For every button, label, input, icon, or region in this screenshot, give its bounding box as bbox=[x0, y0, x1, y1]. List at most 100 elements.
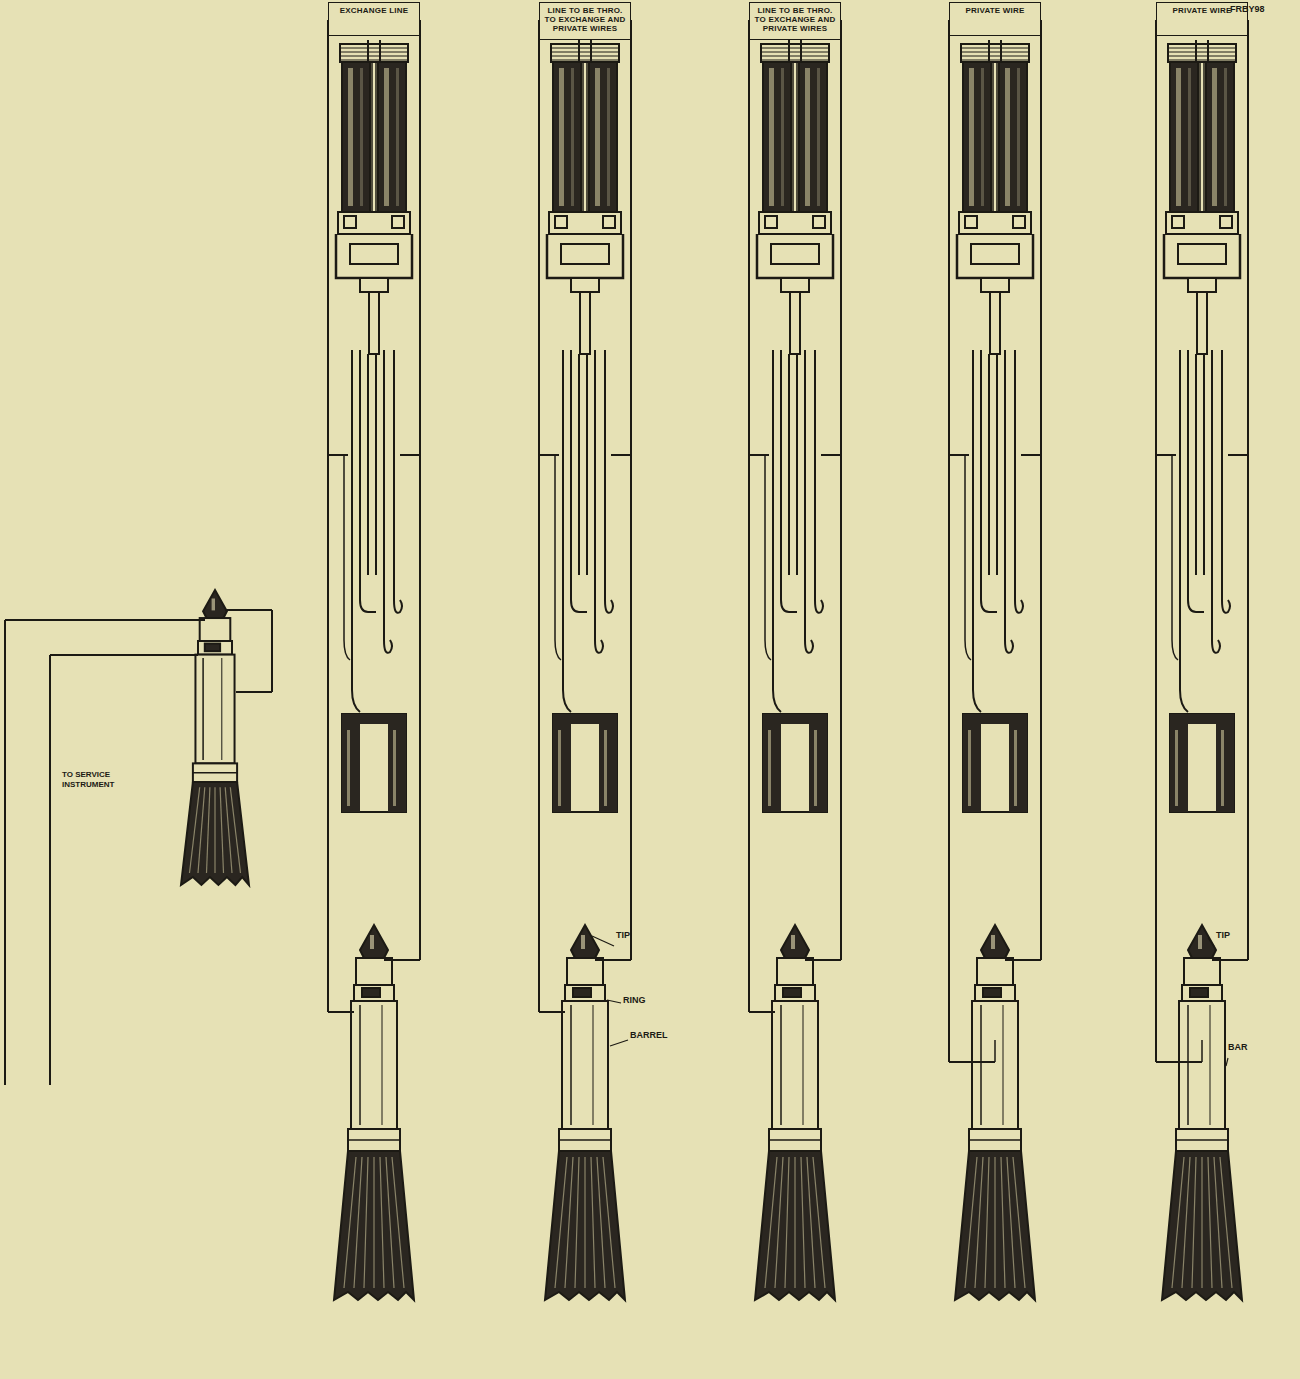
wire-line bbox=[1040, 20, 1042, 960]
wire-line bbox=[380, 1157, 384, 1288]
wire-line bbox=[220, 787, 223, 873]
plug-barrel bbox=[351, 1001, 397, 1129]
wire-line bbox=[980, 1005, 982, 1125]
wire-line bbox=[193, 772, 237, 774]
wire-line bbox=[340, 60, 408, 61]
coil-highlight bbox=[360, 68, 363, 206]
wire-line bbox=[221, 658, 222, 760]
armature bbox=[1178, 244, 1226, 264]
wire-line bbox=[780, 1005, 782, 1125]
wire-line bbox=[630, 20, 632, 960]
armature-rod bbox=[1197, 292, 1207, 354]
wire-line bbox=[792, 62, 794, 212]
sleeve-shade bbox=[342, 724, 360, 812]
clamp-screw bbox=[344, 216, 356, 228]
wire-line bbox=[1003, 1005, 1004, 1125]
wire-line bbox=[749, 1011, 775, 1013]
wire-line bbox=[975, 1157, 983, 1288]
plug-barrel bbox=[1179, 1001, 1225, 1129]
wire-line bbox=[1001, 1157, 1005, 1288]
wire-line bbox=[1210, 1005, 1211, 1125]
relay-jack-figure bbox=[949, 40, 1041, 812]
clamp-screw bbox=[1172, 216, 1184, 228]
sleeve-shade bbox=[1216, 724, 1234, 812]
ring-insulator bbox=[1190, 988, 1208, 997]
wire-line bbox=[800, 44, 802, 62]
plug-collar bbox=[348, 1129, 400, 1151]
spring-line bbox=[765, 455, 771, 660]
image-id: FRBY98 bbox=[1230, 4, 1265, 15]
spring-line bbox=[571, 350, 587, 612]
coil-highlight bbox=[817, 68, 820, 206]
wire-line bbox=[1214, 1157, 1222, 1288]
part-label: TIP bbox=[616, 930, 630, 941]
ring-insulator bbox=[573, 988, 591, 997]
wire-line bbox=[994, 1157, 995, 1288]
clamp-screw bbox=[603, 216, 615, 228]
coil-highlight bbox=[607, 68, 610, 206]
coil-cap bbox=[761, 44, 829, 62]
relay-jack-figure bbox=[539, 40, 631, 812]
wire-line bbox=[202, 658, 204, 760]
wire-line bbox=[551, 56, 619, 57]
plug-figure bbox=[1162, 925, 1242, 1300]
wire-line bbox=[1021, 454, 1041, 456]
wire-line bbox=[961, 52, 1029, 53]
plug-ring bbox=[198, 641, 232, 655]
coil-winding bbox=[589, 62, 617, 212]
wire-line bbox=[996, 62, 998, 212]
plug-figure bbox=[955, 925, 1035, 1300]
wire-line bbox=[328, 454, 348, 456]
plug-collar bbox=[969, 1129, 1021, 1151]
sleeve-shade bbox=[763, 714, 827, 724]
wire-line bbox=[1168, 56, 1236, 57]
wire-line bbox=[796, 62, 798, 212]
spring-line bbox=[805, 350, 813, 653]
plug-tip bbox=[360, 925, 388, 958]
coil-highlight bbox=[1005, 68, 1010, 206]
column-header: EXCHANGE LINE bbox=[328, 2, 420, 36]
plug-collar bbox=[1176, 1129, 1228, 1151]
coil-winding bbox=[378, 62, 406, 212]
coil-clamp bbox=[959, 212, 1031, 234]
plug-handle bbox=[755, 1151, 835, 1300]
sleeve-highlight bbox=[968, 730, 971, 806]
wire-line bbox=[539, 454, 559, 456]
wire-line bbox=[1007, 1157, 1015, 1288]
plug-collar bbox=[777, 958, 813, 985]
wire-line bbox=[961, 48, 1029, 49]
tip-highlight bbox=[581, 935, 585, 949]
wire-line bbox=[840, 20, 842, 960]
wire-line bbox=[328, 1011, 354, 1013]
wire-line bbox=[969, 1139, 1021, 1141]
wire-line bbox=[271, 610, 273, 692]
coil-winding bbox=[1170, 62, 1198, 212]
coil-highlight bbox=[396, 68, 399, 206]
armature-block bbox=[360, 278, 388, 292]
jack-sleeve bbox=[963, 714, 1027, 812]
part-label: BAR bbox=[1228, 1042, 1248, 1053]
wire-line bbox=[1201, 1157, 1202, 1288]
spring-line bbox=[375, 354, 377, 575]
wire-line bbox=[207, 787, 210, 873]
armature-rod bbox=[580, 292, 590, 354]
wire-line bbox=[392, 1157, 404, 1288]
wire-line bbox=[1155, 20, 1157, 1062]
wire-line bbox=[340, 56, 408, 57]
plug-collar bbox=[200, 618, 231, 641]
wire-line bbox=[1156, 454, 1176, 456]
wire-line bbox=[230, 787, 240, 873]
jack-sleeve bbox=[342, 714, 406, 812]
plug-handle bbox=[545, 1151, 625, 1300]
coil-highlight bbox=[781, 68, 784, 206]
instrument-label: TO SERVICE INSTRUMENT bbox=[62, 770, 126, 789]
wire-line bbox=[813, 1157, 825, 1288]
wire-line bbox=[610, 1040, 628, 1046]
wire-line bbox=[807, 1157, 815, 1288]
ring-insulator bbox=[983, 988, 1001, 997]
wire-line bbox=[769, 1139, 821, 1141]
armature-block bbox=[981, 278, 1009, 292]
wire-line bbox=[749, 454, 769, 456]
spring-line bbox=[1172, 455, 1178, 660]
wire-line bbox=[582, 62, 584, 212]
